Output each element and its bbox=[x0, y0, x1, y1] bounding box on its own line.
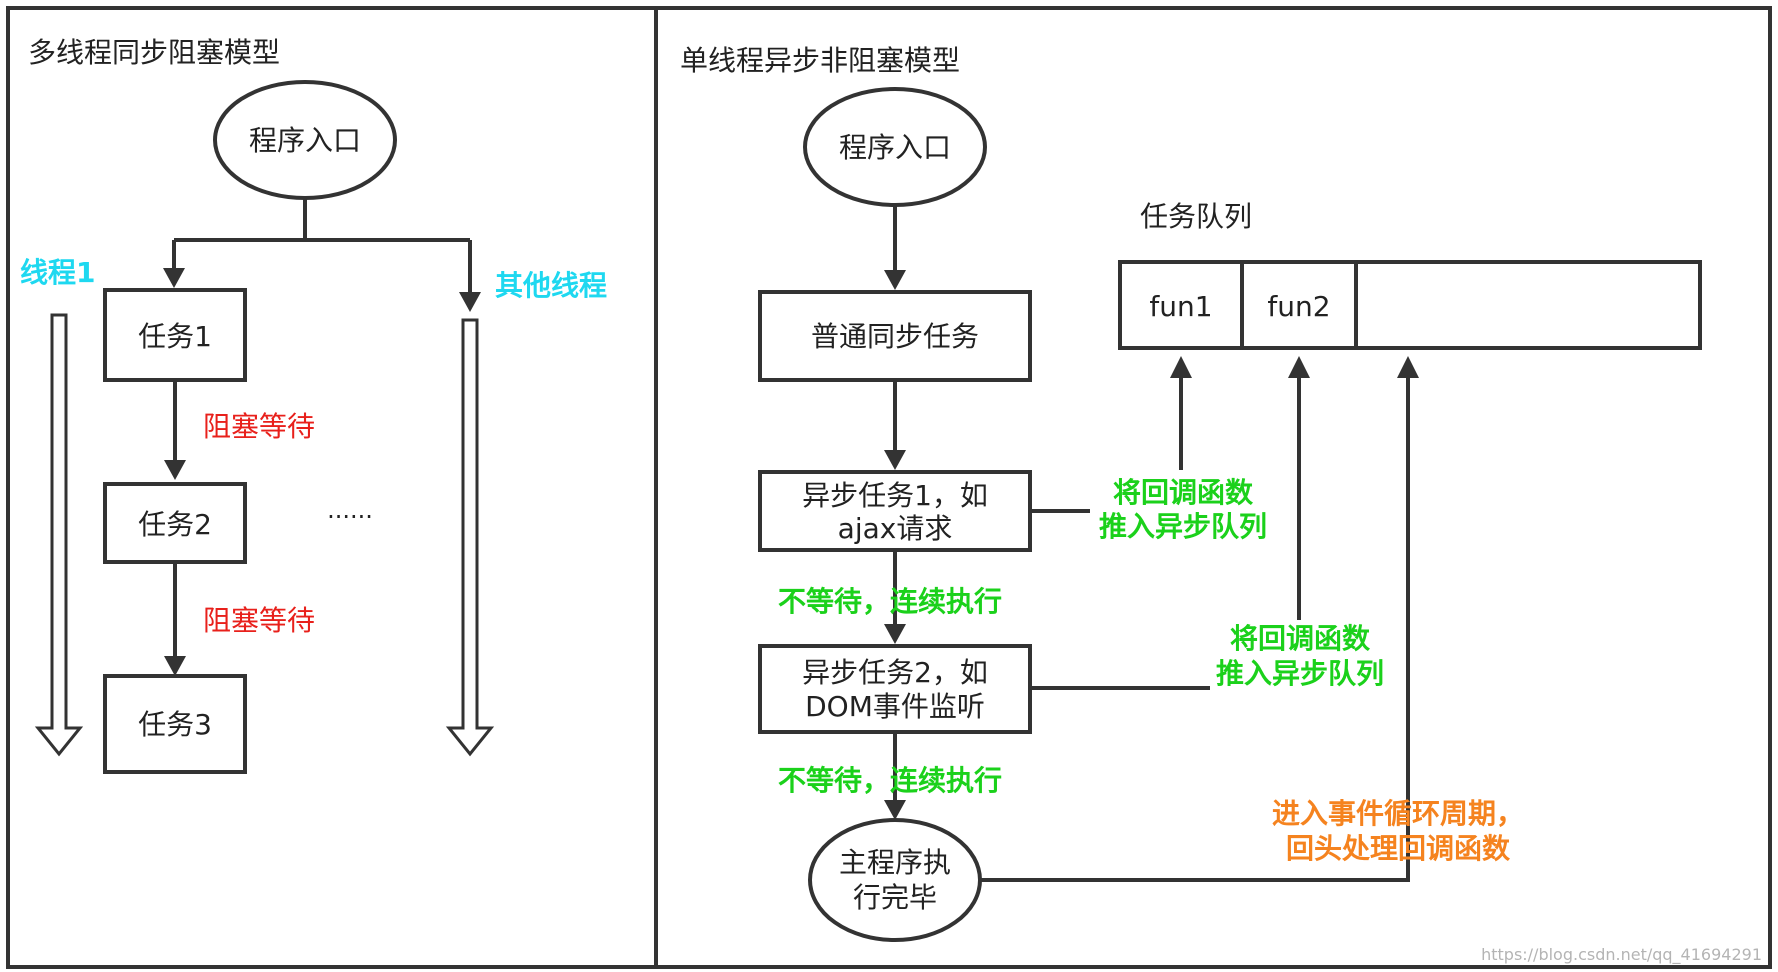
arrowhead-fun1 bbox=[1170, 356, 1192, 378]
task2-label: 任务2 bbox=[138, 508, 212, 541]
async-task2-line2: DOM事件监听 bbox=[805, 690, 985, 723]
wait2-label: 阻塞等待 bbox=[203, 604, 315, 637]
async-task1-box bbox=[758, 470, 1032, 552]
task3-label: 任务3 bbox=[138, 708, 212, 741]
arrowhead-async2 bbox=[884, 624, 906, 644]
ellipsis-label: ...... bbox=[327, 496, 373, 524]
task1-box bbox=[103, 288, 247, 382]
arrowhead-main-done bbox=[884, 800, 906, 820]
arrowhead-queue-tail bbox=[1397, 356, 1419, 378]
arrowhead-async1 bbox=[884, 450, 906, 470]
async-task1-line1: 异步任务1，如 bbox=[802, 479, 988, 512]
async-task2-line1: 异步任务2，如 bbox=[802, 656, 988, 689]
event-loop-connector bbox=[980, 370, 1410, 882]
main-done-line1: 主程序执 bbox=[839, 846, 951, 879]
task2-box bbox=[103, 482, 247, 564]
other-threads-timeline-arrow bbox=[445, 318, 495, 757]
left-entry-label: 程序入口 bbox=[249, 124, 361, 157]
thread1-timeline-arrow bbox=[34, 313, 84, 757]
thread1-label: 线程1 bbox=[20, 256, 95, 289]
queue-item-fun1: fun1 bbox=[1149, 290, 1212, 323]
queue-item-fun2: fun2 bbox=[1267, 290, 1330, 323]
right-entry-label: 程序入口 bbox=[839, 131, 951, 164]
push2-line1: 将回调函数 bbox=[1230, 622, 1371, 655]
push2-line2: 推入异步队列 bbox=[1216, 657, 1384, 690]
left-panel-title: 多线程同步阻塞模型 bbox=[28, 36, 280, 69]
sync-task-label: 普通同步任务 bbox=[811, 320, 979, 353]
right-panel-frame bbox=[654, 6, 1772, 969]
loop-line2: 回头处理回调函数 bbox=[1286, 832, 1511, 865]
push1-line1: 将回调函数 bbox=[1113, 476, 1254, 509]
async-task1-line2: ajax请求 bbox=[838, 512, 953, 545]
watermark-text: https://blog.csdn.net/qq_41694291 bbox=[1481, 945, 1762, 965]
no-wait1-label: 不等待，连续执行 bbox=[778, 585, 1002, 618]
queue-title: 任务队列 bbox=[1140, 200, 1252, 233]
push1-line2: 推入异步队列 bbox=[1099, 510, 1267, 543]
wait1-label: 阻塞等待 bbox=[203, 410, 315, 443]
left-arrowhead-other-threads bbox=[459, 292, 481, 312]
arrowhead-task3 bbox=[164, 656, 186, 676]
right-panel-title: 单线程异步非阻塞模型 bbox=[680, 44, 960, 77]
left-arrowhead-task1 bbox=[163, 268, 185, 288]
task3-box bbox=[103, 674, 247, 774]
sync-task-box bbox=[758, 290, 1032, 382]
no-wait2-label: 不等待，连续执行 bbox=[778, 764, 1002, 797]
main-done-node bbox=[808, 818, 982, 942]
arrowhead-sync-task bbox=[884, 270, 906, 290]
arrowhead-fun2 bbox=[1288, 356, 1310, 378]
arrowhead-task2 bbox=[164, 460, 186, 480]
loop-line1: 进入事件循环周期， bbox=[1272, 797, 1524, 830]
left-split-connector bbox=[174, 198, 470, 242]
task-queue-box bbox=[1118, 260, 1702, 350]
task1-label: 任务1 bbox=[138, 320, 212, 353]
other-threads-label: 其他线程 bbox=[495, 269, 607, 302]
main-done-line2: 行完毕 bbox=[853, 881, 937, 914]
